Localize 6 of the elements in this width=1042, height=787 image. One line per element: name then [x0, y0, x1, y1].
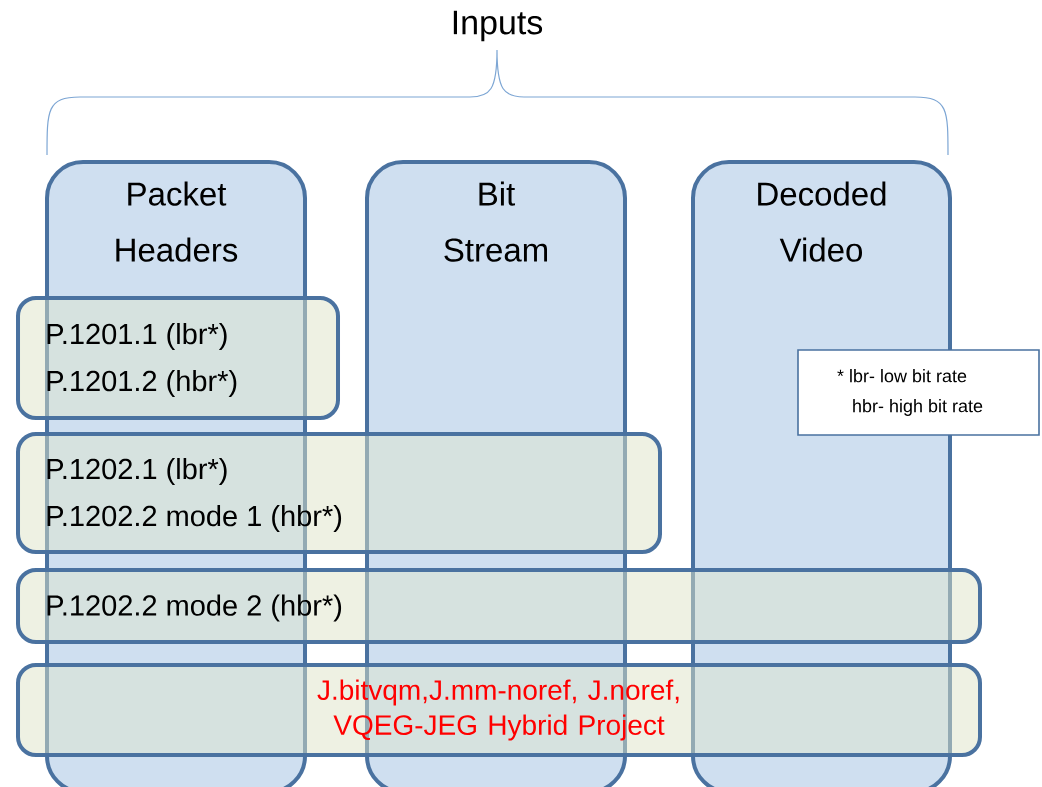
standard-band: P.1202.2 mode 2 (hbr*): [16, 568, 982, 644]
note-box: * lbr- low bit rate hbr- high bit rate: [797, 349, 1040, 436]
standard-band: P.1202.1 (lbr*) P.1202.2 mode 1 (hbr*): [16, 432, 662, 554]
standard-band: P.1201.1 (lbr*) P.1201.2 (hbr*): [16, 296, 340, 420]
standard-band: J.bitvqm,J.mm-noref, J.noref, VQEG-JEG Hybrid Project: [16, 663, 982, 757]
title: Inputs: [453, 10, 543, 42]
